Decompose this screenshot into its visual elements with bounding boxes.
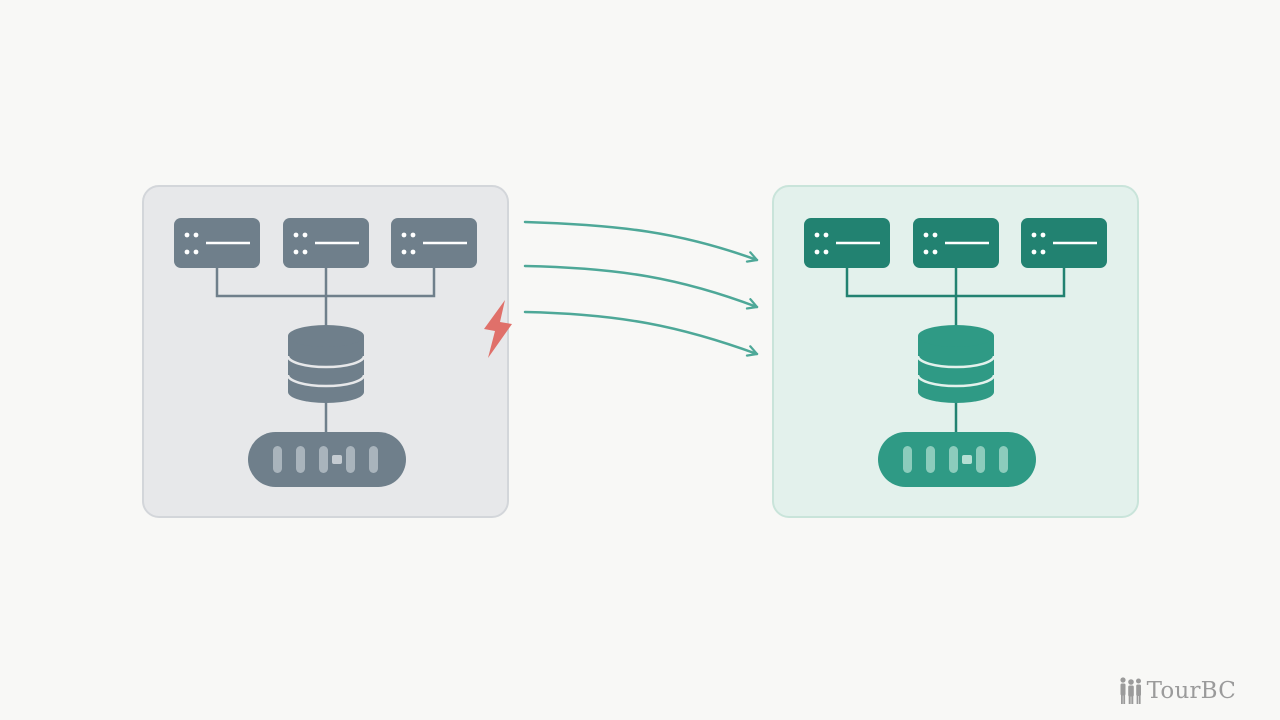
migration-arrow-2: [523, 264, 759, 307]
modern-system-panel: [772, 185, 1139, 518]
legacy-server-1: [174, 218, 260, 268]
migration-arrow-3: [523, 310, 759, 354]
modern-connectors: [845, 268, 1066, 434]
modern-server-3: [1021, 218, 1107, 268]
modern-server-2: [913, 218, 999, 268]
network-switch-icon: [248, 432, 406, 487]
legacy-server-2: [283, 218, 369, 268]
database-icon: [916, 325, 996, 403]
server-icon: [184, 232, 250, 255]
server-icon: [814, 232, 880, 255]
modern-server-1: [804, 218, 890, 268]
server-icon: [293, 232, 359, 255]
lightning-break-icon: [484, 300, 512, 358]
watermark: TourBC: [1119, 676, 1236, 706]
legacy-connectors: [215, 268, 436, 434]
legacy-system-panel: [142, 185, 512, 518]
migration-arrows: [523, 220, 759, 354]
server-icon: [401, 232, 467, 255]
people-icon: [1120, 677, 1141, 704]
network-switch-icon: [878, 432, 1036, 487]
watermark-text: TourBC: [1146, 678, 1236, 704]
database-icon: [286, 325, 366, 403]
server-icon: [923, 232, 989, 255]
migration-arrow-1: [523, 220, 759, 260]
server-icon: [1031, 232, 1097, 255]
legacy-server-3: [391, 218, 477, 268]
